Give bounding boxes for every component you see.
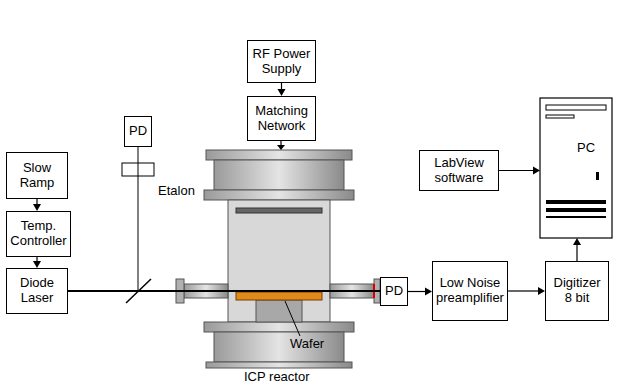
process-box: Temp. Controller [6,211,71,257]
node-label: Matching Network [251,104,312,134]
text-label: Wafer [290,336,324,351]
computer: PC [540,98,612,238]
process-box: Low Noise preamplifier [432,261,508,321]
node-label: Temp. Controller [10,219,67,249]
process-box: Diode Laser [6,268,68,314]
arrow-connector [408,288,432,296]
node-label: Low Noise preamplifier [436,276,504,306]
node-label: Slow Ramp [10,161,64,191]
arrow-connector [499,167,540,175]
node-label: Diode Laser [10,276,64,306]
leader-line [285,301,300,336]
node-label: RF Power Supply [251,47,312,77]
node-label: PD [385,284,403,299]
node-label: PC [577,141,595,156]
text-label: ICP reactor [244,369,310,384]
node-label: Digitizer 8 bit [549,276,605,306]
photodiode-box: PD [380,277,408,306]
wafer [236,292,322,300]
process-box: Slow Ramp [6,152,68,199]
process-box: RF Power Supply [247,40,316,83]
icp-reactor [176,150,380,368]
pc-tower [540,98,612,238]
arrow-connector [33,257,41,268]
arrow-connector [33,199,41,211]
process-box: Matching Network [247,96,316,141]
arrow-connector [278,83,286,96]
laser-beam [68,291,380,292]
reference-beam [138,147,139,291]
photodiode-box: PD [124,116,152,147]
node-label: PD [129,124,147,139]
text-label: Etalon [158,183,195,198]
node-label: LabView software [423,156,495,186]
arrow-connector [573,238,581,261]
process-box: Digitizer 8 bit [545,261,609,321]
arrow-connector [508,287,545,295]
process-box: LabView software [419,150,499,191]
